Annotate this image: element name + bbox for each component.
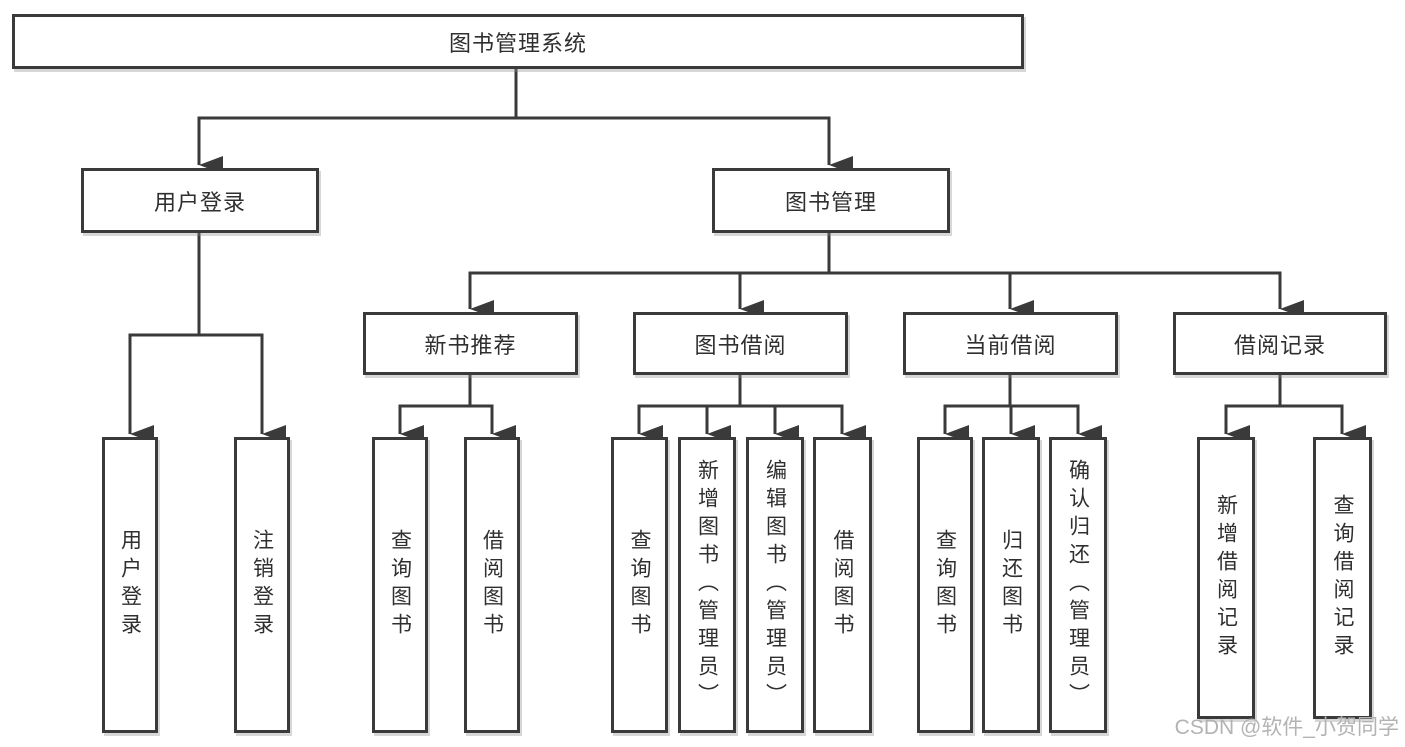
leaf-newbooks-query: 查询图书 — [372, 437, 428, 733]
node-borrow-records-label: 借阅记录 — [1233, 332, 1326, 358]
leaf-current-confirm: 确认归还（管理员） — [1049, 437, 1107, 733]
node-current-borrow-label: 当前借阅 — [964, 332, 1057, 358]
leaf-newbooks-query-label: 查询图书 — [388, 529, 412, 641]
leaf-borrowing-borrow: 借阅图书 — [813, 437, 872, 733]
csdn-watermark: CSDN @软件_小贺同学 — [1174, 716, 1399, 739]
node-user-login-label: 用户登录 — [153, 189, 246, 215]
node-root-system-label: 图书管理系统 — [448, 30, 587, 56]
node-borrowing-label: 图书借阅 — [694, 332, 787, 358]
node-current-borrow: 当前借阅 — [903, 312, 1118, 375]
leaf-current-query: 查询图书 — [917, 437, 973, 733]
leaf-logout-label: 注销登录 — [250, 529, 274, 641]
node-root-system: 图书管理系统 — [12, 14, 1024, 69]
leaf-records-add: 新增借阅记录 — [1197, 437, 1255, 719]
leaf-borrowing-edit-label: 编辑图书（管理员） — [763, 459, 787, 711]
leaf-current-return-label: 归还图书 — [999, 529, 1023, 641]
leaf-records-query-label: 查询借阅记录 — [1331, 494, 1354, 662]
leaf-newbooks-borrow: 借阅图书 — [464, 437, 520, 733]
leaf-borrowing-query: 查询图书 — [611, 437, 668, 733]
node-book-management: 图书管理 — [712, 168, 950, 233]
leaf-current-return: 归还图书 — [982, 437, 1040, 733]
node-book-management-label: 图书管理 — [784, 189, 877, 215]
node-new-books-label: 新书推荐 — [424, 332, 517, 358]
leaf-current-confirm-label: 确认归还（管理员） — [1066, 459, 1090, 711]
leaf-newbooks-borrow-label: 借阅图书 — [480, 529, 504, 641]
leaf-borrowing-edit: 编辑图书（管理员） — [746, 437, 804, 733]
leaf-borrowing-add-label: 新增图书（管理员） — [695, 459, 719, 711]
leaf-user-login: 用户登录 — [102, 437, 158, 733]
leaf-records-query: 查询借阅记录 — [1313, 437, 1372, 719]
leaf-logout: 注销登录 — [234, 437, 290, 733]
node-user-login: 用户登录 — [81, 168, 319, 233]
leaf-borrowing-borrow-label: 借阅图书 — [831, 529, 854, 641]
leaf-borrowing-add: 新增图书（管理员） — [678, 437, 736, 733]
leaf-records-add-label: 新增借阅记录 — [1214, 494, 1238, 662]
leaf-current-query-label: 查询图书 — [933, 529, 957, 641]
node-borrow-records: 借阅记录 — [1173, 312, 1387, 375]
leaf-user-login-label: 用户登录 — [118, 529, 142, 641]
node-new-books: 新书推荐 — [363, 312, 578, 375]
leaf-borrowing-query-label: 查询图书 — [628, 529, 651, 641]
node-borrowing: 图书借阅 — [633, 312, 848, 375]
